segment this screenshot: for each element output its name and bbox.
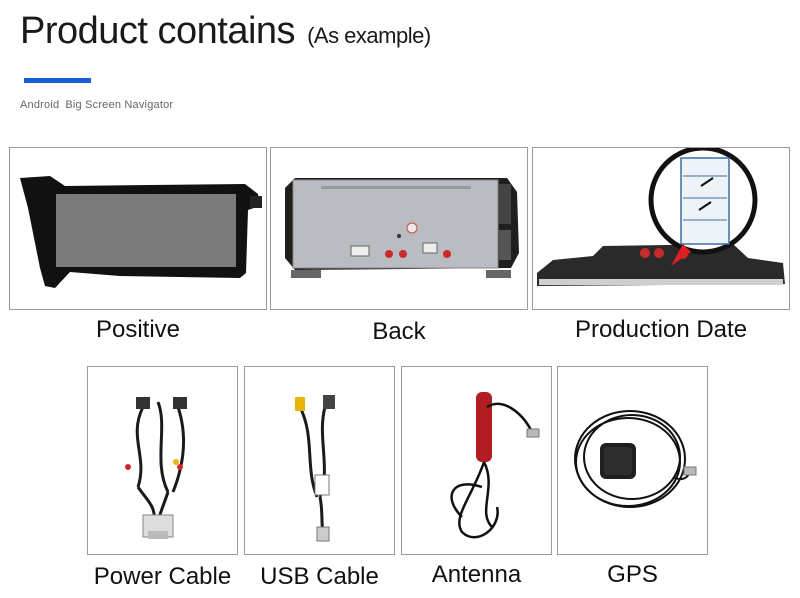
accent-bar bbox=[24, 78, 91, 83]
screen-front-image bbox=[20, 176, 262, 288]
unit-back-image bbox=[285, 178, 519, 278]
subtitle-left: Android bbox=[20, 99, 60, 111]
item-label-positive: Positive bbox=[95, 316, 181, 343]
page-title: Product contains (As example) bbox=[20, 10, 431, 53]
item-label-antenna: Antenna bbox=[431, 561, 522, 588]
subtitle-right: Big Screen Navigator bbox=[65, 99, 174, 111]
item-card-antenna bbox=[401, 366, 552, 555]
item-card-production-date bbox=[532, 147, 790, 310]
item-label-back: Back bbox=[372, 318, 426, 345]
item-label-gps: GPS bbox=[607, 561, 658, 588]
production-date-image bbox=[537, 148, 785, 286]
usb-cable-image bbox=[295, 395, 335, 542]
title-text: Product contains bbox=[20, 10, 296, 52]
item-label-production-date: Production Date bbox=[574, 316, 748, 343]
item-card-back bbox=[270, 147, 528, 310]
subtitle: Android Big Screen Navigator bbox=[20, 99, 173, 111]
power-cable-image bbox=[125, 397, 187, 539]
antenna-image bbox=[450, 392, 540, 539]
item-label-power-cable: Power Cable bbox=[93, 563, 232, 590]
item-card-power-cable bbox=[87, 366, 238, 555]
title-note: (As example) bbox=[307, 23, 431, 48]
item-label-usb-cable: USB Cable bbox=[260, 563, 379, 590]
item-card-positive bbox=[9, 147, 267, 310]
item-card-gps bbox=[557, 366, 708, 555]
gps-image bbox=[574, 410, 697, 508]
item-card-usb-cable bbox=[244, 366, 395, 555]
